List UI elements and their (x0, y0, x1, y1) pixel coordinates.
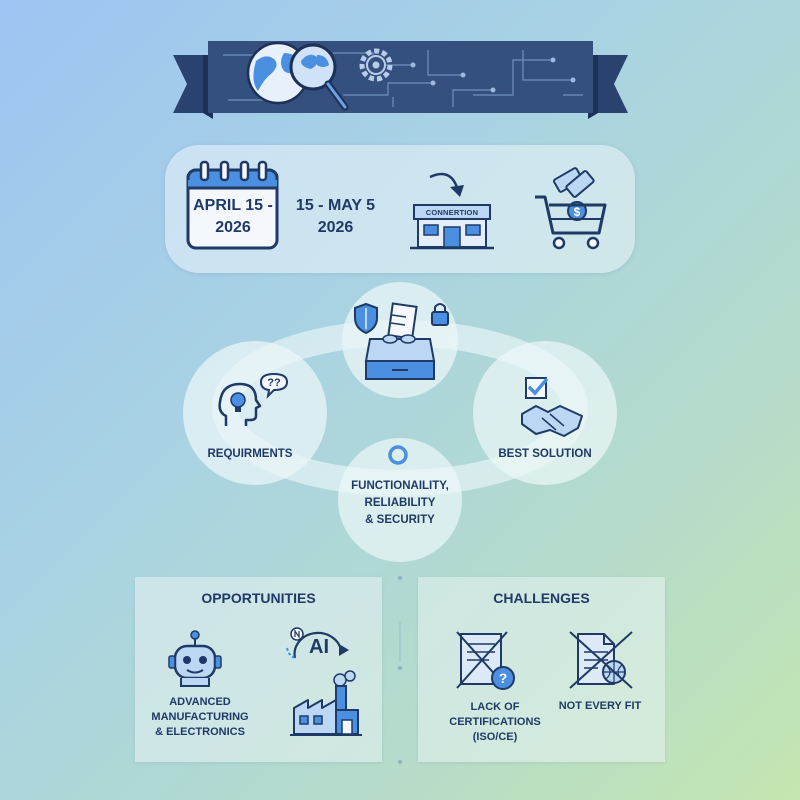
shield-icon (354, 302, 378, 335)
ai-cycle-icon: AI (286, 627, 349, 659)
challenges-title: CHALLENGES (493, 590, 590, 606)
store-sign: CONNERTION (425, 208, 479, 217)
gear-icon (359, 48, 393, 82)
store-building-icon (410, 172, 494, 250)
svg-text:??: ?? (267, 377, 281, 389)
factory-icon (290, 670, 362, 736)
no-certificate-icon: ? (456, 631, 515, 690)
end-date: 15 - MAY 5 2026 (295, 197, 376, 236)
lightbulb-icon (230, 392, 246, 408)
calendar-icon (186, 160, 279, 250)
robot-icon (168, 630, 222, 687)
not-every-fit-label: NOT EVERY FIT (558, 700, 642, 712)
requirements-label: REQUIRMENTS (207, 448, 293, 460)
no-fit-document-icon (569, 631, 633, 689)
start-date: APRIL 15 - 2026 (193, 197, 273, 236)
advanced-manufacturing-label: ADVANCED MANUFACTURING & ELECTRONICS (151, 696, 249, 738)
ai-label: AI (309, 636, 329, 658)
magnifier-icon (289, 43, 349, 111)
best-solution-label: BEST SOLUTION (498, 448, 592, 460)
center-ring-icon (388, 445, 408, 465)
cycle-diagram: ?? (183, 282, 617, 562)
money-icon: $ (552, 167, 595, 221)
vertical-divider (398, 576, 402, 764)
shopping-cart-icon: $ (535, 167, 607, 250)
svg-text:?: ? (499, 670, 508, 686)
checkbox-icon (525, 377, 548, 399)
lack-of-certifications-label: LACK OF CERTIFICATIONS (ISO/CE) (449, 701, 541, 743)
svg-text:$: $ (574, 205, 581, 219)
header-banner (173, 41, 628, 119)
cycle-node-bottom (338, 438, 462, 562)
opportunities-title: OPPORTUNITIES (201, 590, 316, 606)
lock-icon (431, 303, 449, 326)
thinking-head-icon (218, 382, 262, 426)
handshake-icon (521, 405, 583, 437)
functionality-label: FUNCTIONAILITY, RELIABILITY & SECURITY (351, 480, 449, 526)
question-bubble-icon: ?? (259, 372, 289, 399)
cash-register-icon (364, 302, 436, 380)
